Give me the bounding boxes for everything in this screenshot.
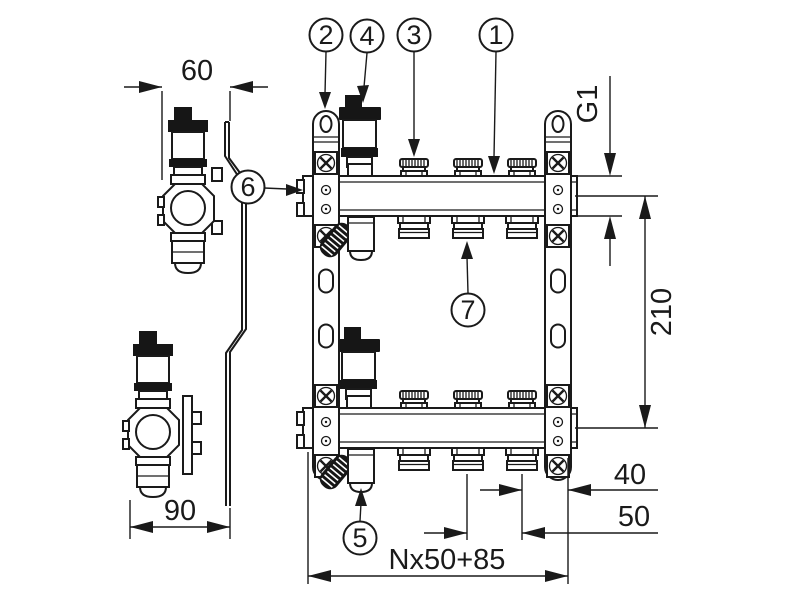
bracket-clip [191, 411, 202, 425]
wall-bracket [211, 121, 247, 506]
dim-spacing: 50 [424, 474, 658, 540]
side-upper-valve-assembly [157, 107, 215, 275]
regulating-cap [507, 158, 537, 177]
callout-3-label: 3 [406, 20, 421, 50]
callout-6: 6 [230, 169, 303, 205]
callout-5: 5 [342, 488, 378, 556]
mounting-rail-left [313, 111, 339, 480]
regulating-cap [399, 158, 429, 177]
dim-height: 210 [575, 195, 678, 429]
callout-1-label: 1 [488, 20, 503, 50]
dim-210-label: 210 [646, 288, 678, 336]
callout-5-label: 5 [352, 523, 367, 553]
bracket-clip [211, 220, 223, 235]
callout-4-label: 4 [359, 21, 374, 51]
mounting-rail-right [545, 111, 571, 480]
callout-7: 7 [450, 241, 486, 328]
side-view: 60 [122, 55, 268, 539]
dim-depth-top: 60 [124, 55, 268, 180]
dim-overall-length: Nx50+85 [307, 452, 568, 584]
dim-g1-label: G1 [572, 85, 604, 124]
ball-valve-port [170, 190, 206, 226]
callout-6-label: 6 [240, 172, 255, 202]
regulating-cap [507, 390, 537, 409]
callout-2: 2 [308, 17, 344, 109]
outlet-connector [397, 215, 431, 239]
bracket-clip [191, 441, 202, 455]
callout-2-label: 2 [318, 20, 333, 50]
regulating-cap [399, 390, 429, 409]
air-vent-body [171, 131, 205, 160]
outlet-connector [451, 447, 485, 471]
air-vent-cap [168, 120, 208, 132]
callout-1: 1 [478, 17, 514, 174]
callouts: 2 4 3 1 6 [230, 17, 514, 556]
dim-length-label: Nx50+85 [389, 544, 506, 576]
rail-profile [182, 395, 193, 475]
callout-4: 4 [349, 18, 385, 103]
outlet-connector [505, 447, 539, 471]
side-lower-valve-assembly [122, 331, 202, 499]
bracket-clip [211, 167, 223, 182]
regulating-cap [453, 158, 483, 177]
manifold-bar [310, 175, 578, 217]
callout-7-label: 7 [460, 295, 475, 325]
dim-50-label: 50 [618, 501, 650, 533]
dim-depth-bottom: 90 [129, 495, 231, 539]
outlet-connector [397, 447, 431, 471]
ball-valve-port [135, 414, 171, 450]
air-vent-base [169, 159, 207, 167]
outlet-connector [505, 215, 539, 239]
dim-end-offset: 40 [480, 458, 658, 584]
air-vent-knob [139, 331, 157, 345]
outlet-connector [451, 215, 485, 239]
dimensions: G1 210 40 50 Nx50+85 [307, 76, 678, 584]
air-vent-cap [133, 344, 173, 356]
dim-thread: G1 [572, 76, 622, 266]
dim-40-label: 40 [614, 459, 646, 491]
lower-manifold [296, 326, 578, 471]
manifold-bar [310, 407, 578, 449]
dim-60-label: 60 [181, 55, 213, 87]
air-vent-knob [174, 107, 192, 121]
upper-manifold [296, 94, 578, 239]
air-vent-base [134, 383, 172, 391]
regulating-cap [453, 390, 483, 409]
air-vent-body [136, 355, 170, 384]
front-view [296, 94, 578, 494]
dim-90-label: 90 [164, 495, 196, 527]
callout-3: 3 [396, 17, 432, 157]
